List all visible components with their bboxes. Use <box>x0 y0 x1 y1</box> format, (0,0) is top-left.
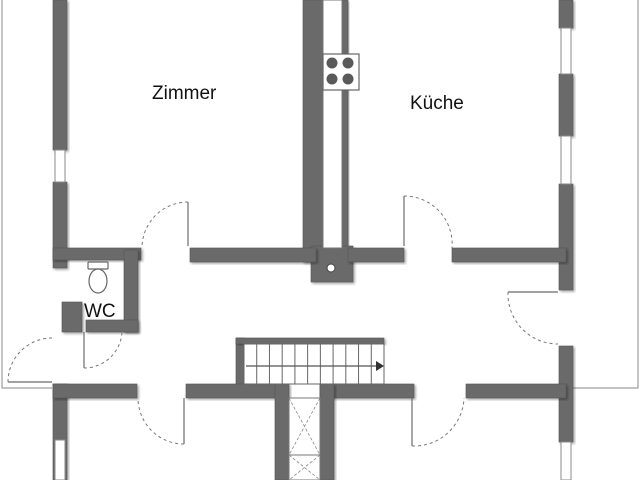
window-left-1 <box>54 149 66 183</box>
wall-lower-left <box>52 383 138 399</box>
wall-left-upper <box>52 0 68 151</box>
wall-stair-left <box>235 337 245 387</box>
wall-center-left <box>302 0 324 263</box>
window-left-2 <box>54 439 66 480</box>
doors <box>7 195 559 447</box>
toilet <box>87 261 109 294</box>
room-label-kueche: Küche <box>410 93 464 114</box>
wall-kueche-south-left <box>347 247 405 263</box>
door-arc-entrance <box>7 337 53 383</box>
kitchen-counter <box>322 0 360 273</box>
wall-stair-north <box>235 337 385 345</box>
stove-burner-4 <box>342 73 354 85</box>
wall-wc-north <box>52 247 142 261</box>
stair-arrow-icon <box>376 361 384 371</box>
lower-shaft <box>288 397 321 480</box>
window-right-3 <box>560 441 572 480</box>
wall-wc-south <box>85 319 139 333</box>
stove-burner-1 <box>326 57 338 69</box>
wall-right-top <box>558 0 574 29</box>
door-arc-zimmer <box>141 201 189 249</box>
stove-burner-3 <box>326 73 338 85</box>
door-arc-lower-right <box>411 397 465 447</box>
window-right-1 <box>560 27 572 75</box>
wall-center-right <box>341 0 349 263</box>
door-arc-lower-left <box>137 397 185 445</box>
staircase <box>243 343 385 385</box>
chimney-vent <box>326 263 336 273</box>
wall-stair-column-right <box>319 383 335 480</box>
room-label-zimmer: Zimmer <box>152 83 217 104</box>
window-right-2 <box>560 135 572 185</box>
door-arc-wc <box>83 331 123 369</box>
terrace-outlines <box>1 0 639 389</box>
wall-zimmer-south <box>189 247 317 263</box>
wall-wc-west-stub <box>61 301 83 333</box>
room-label-wc: WC <box>84 301 116 322</box>
wall-right-upper <box>558 73 574 137</box>
stove-burner-2 <box>342 57 354 69</box>
door-arc-east <box>507 291 559 345</box>
walls <box>52 0 574 480</box>
wall-right-middle <box>558 183 574 291</box>
wall-stair-column-left <box>274 383 290 480</box>
door-arc-kueche <box>403 195 453 249</box>
wall-lower-right <box>465 383 567 399</box>
windows <box>54 27 572 480</box>
wall-kueche-south-right <box>451 247 567 263</box>
wall-stair-bottom-left <box>185 383 287 399</box>
